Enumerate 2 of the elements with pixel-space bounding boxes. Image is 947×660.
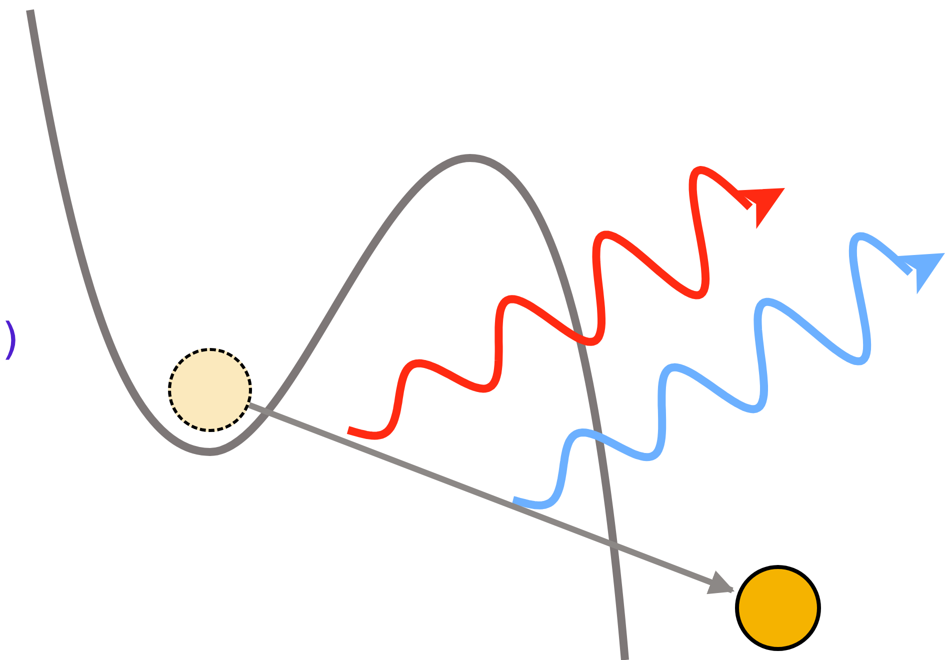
arrow [248, 402, 735, 594]
bracket-text: ) [2, 318, 20, 362]
